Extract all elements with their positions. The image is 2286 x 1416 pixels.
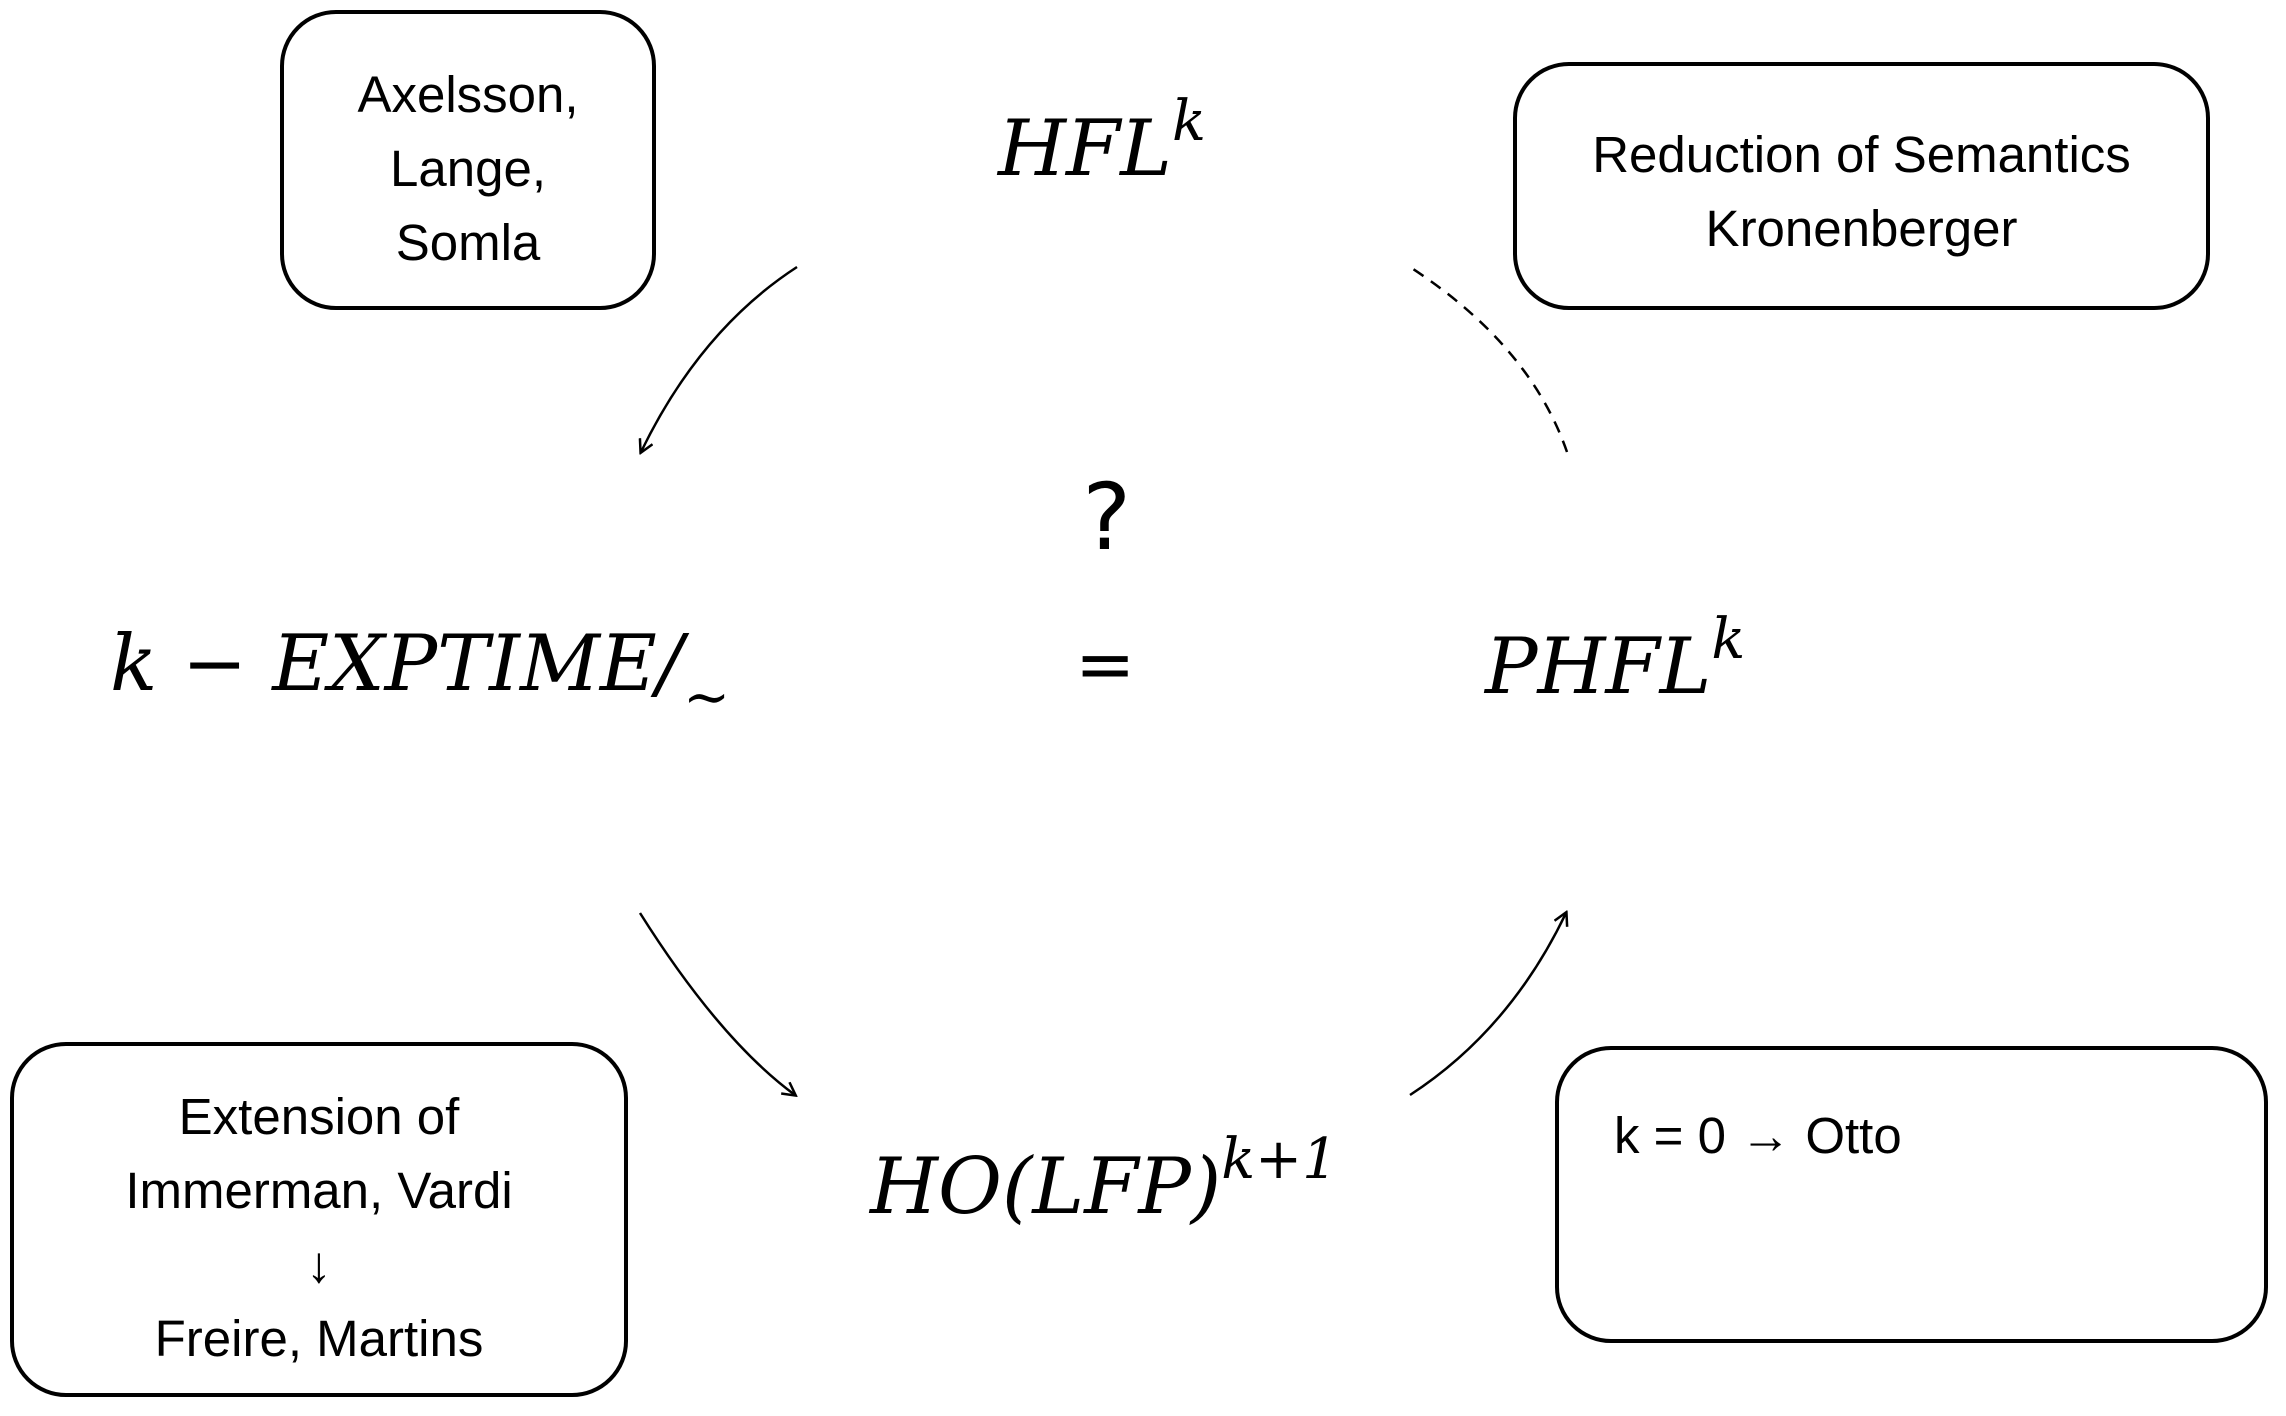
note-top-left: Axelsson, Lange, Somla <box>280 10 656 310</box>
note-top-left-line-3: Somla <box>395 214 541 271</box>
equals-sign: = <box>1075 622 1136 706</box>
note-top-left-line-1: Axelsson, <box>357 66 579 123</box>
node-holfp-sup: k+1 <box>1221 1127 1338 1192</box>
node-kexptime: k − EXPTIME/∼ <box>110 625 730 726</box>
node-kexptime-base: k − EXPTIME/ <box>110 619 684 709</box>
edge-phfl-to-hfl-dashed <box>1409 265 1569 453</box>
node-hfl-base: HFL <box>998 104 1172 194</box>
note-top-left-line-2: Lange, <box>390 140 546 197</box>
note-top-right-line-2: Kronenberger <box>1705 200 2018 257</box>
edge-kexptime-to-holfp <box>638 912 795 1095</box>
node-phfl: PHFLk <box>1485 612 1745 707</box>
node-holfp-base: HO(LFP) <box>870 1142 1222 1232</box>
note-top-right: Reduction of Semantics Kronenberger <box>1513 62 2210 310</box>
node-phfl-sup: k <box>1711 607 1746 672</box>
note-bottom-left-line-4: Freire, Martins <box>154 1310 484 1367</box>
note-bottom-left-line-2: Immerman, Vardi <box>125 1162 513 1219</box>
question-mark: ? <box>1078 464 1134 571</box>
edge-hfl-to-kexptime <box>641 265 798 452</box>
node-phfl-base: PHFL <box>1485 622 1712 712</box>
note-bottom-right: k = 0 → Otto <box>1555 1046 2268 1343</box>
note-top-right-line-1: Reduction of Semantics <box>1592 126 2131 183</box>
node-hfl: HFLk <box>998 94 1206 189</box>
note-bottom-left-line-1: Extension of <box>178 1088 460 1145</box>
node-kexptime-sub: ∼ <box>683 665 731 730</box>
note-bottom-right-text: k = 0 → Otto <box>1614 1107 1902 1164</box>
node-hfl-sup: k <box>1171 89 1206 154</box>
note-bottom-left-down-arrow: ↓ <box>306 1236 332 1293</box>
note-bottom-left: Extension of Immerman, Vardi ↓ Freire, M… <box>10 1042 628 1397</box>
node-holfp: HO(LFP)k+1 <box>870 1132 1338 1227</box>
edge-holfp-to-phfl <box>1409 913 1566 1097</box>
